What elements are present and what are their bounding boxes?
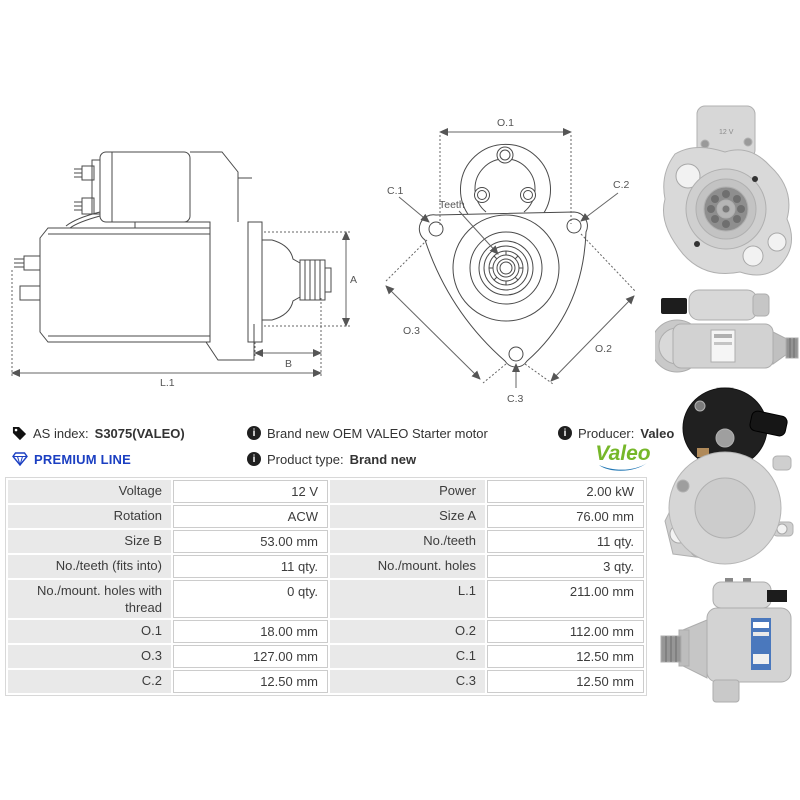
- spec-value: 127.00 mm: [173, 645, 328, 668]
- info-icon: i: [558, 426, 572, 440]
- spec-value: 11 qty.: [173, 555, 328, 578]
- spec-label: C.1: [330, 645, 485, 668]
- as-index-value: S3075(VALEO): [94, 425, 185, 441]
- spec-label: C.3: [330, 670, 485, 693]
- table-row: No./teeth (fits into) 11 qty. No./mount.…: [8, 555, 644, 578]
- spec-value: 12.50 mm: [487, 670, 644, 693]
- product-photos: 12 V: [655, 104, 800, 718]
- table-row: No./mount. holes with thread 0 qty. L.1 …: [8, 580, 644, 618]
- spec-label: O.3: [8, 645, 171, 668]
- valeo-logo-swoosh: [599, 463, 647, 471]
- photo-rear-view: [664, 387, 794, 565]
- spec-value: 12.50 mm: [173, 670, 328, 693]
- spec-label: O.2: [330, 620, 485, 643]
- spec-label: No./mount. holes: [330, 555, 485, 578]
- spec-value: 0 qty.: [173, 580, 328, 618]
- product-type-line: i Product type: Brand new: [247, 451, 416, 467]
- spec-label: O.1: [8, 620, 171, 643]
- producer-value: Valeo: [640, 425, 675, 441]
- premium-line-label: PREMIUM LINE: [34, 451, 132, 467]
- spec-value: 11 qty.: [487, 530, 644, 553]
- spec-table: Voltage 12 V Power 2.00 kW Rotation ACW …: [6, 478, 646, 695]
- dim-label-c2: C.2: [613, 179, 630, 191]
- dim-label-a: A: [350, 274, 357, 286]
- product-type-value: Brand new: [349, 451, 417, 467]
- photo-cap-marking: 12 V: [719, 129, 734, 136]
- spec-value: 2.00 kW: [487, 480, 644, 503]
- spec-value: 3 qty.: [487, 555, 644, 578]
- as-index-line: AS index: S3075(VALEO): [12, 425, 185, 441]
- dim-label-o3: O.3: [403, 325, 420, 337]
- table-row: Voltage 12 V Power 2.00 kW: [8, 480, 644, 503]
- dim-label-l1: L.1: [160, 377, 175, 389]
- product-description: Brand new OEM VALEO Starter motor: [267, 425, 488, 441]
- spec-value: ACW: [173, 505, 328, 528]
- photo-front-flange-view: 12 V: [663, 105, 792, 276]
- table-row: C.2 12.50 mm C.3 12.50 mm: [8, 670, 644, 693]
- spec-value: 12 V: [173, 480, 328, 503]
- spec-label: Size B: [8, 530, 171, 553]
- dim-label-c1: C.1: [387, 185, 404, 197]
- photo-side-view-2: [660, 578, 792, 703]
- spec-value: 112.00 mm: [487, 620, 644, 643]
- dim-label-o1: O.1: [497, 117, 514, 129]
- spec-label: Rotation: [8, 505, 171, 528]
- spec-table-container: Voltage 12 V Power 2.00 kW Rotation ACW …: [5, 477, 647, 696]
- producer-line: i Producer: Valeo: [558, 425, 674, 441]
- teeth-label: Teeth: [439, 199, 465, 211]
- photo-side-view: [655, 289, 799, 373]
- as-index-label: AS index:: [33, 425, 89, 441]
- side-view-drawing: A B L.1: [11, 151, 357, 389]
- description-line: i Brand new OEM VALEO Starter motor: [247, 425, 488, 441]
- product-type-label: Product type:: [267, 451, 344, 467]
- spec-label: C.2: [8, 670, 171, 693]
- spec-label: L.1: [330, 580, 485, 618]
- spec-label: Power: [330, 480, 485, 503]
- spec-value: 76.00 mm: [487, 505, 644, 528]
- info-icon: i: [247, 452, 261, 466]
- spec-value: 53.00 mm: [173, 530, 328, 553]
- spec-label: No./mount. holes with thread: [8, 580, 171, 618]
- table-row: Size B 53.00 mm No./teeth 11 qty.: [8, 530, 644, 553]
- tag-icon: [12, 426, 27, 440]
- spec-label: Size A: [330, 505, 485, 528]
- table-row: O.1 18.00 mm O.2 112.00 mm: [8, 620, 644, 643]
- valeo-logo-text: Valeo: [595, 442, 650, 465]
- producer-label: Producer:: [578, 425, 635, 441]
- valeo-brand-logo: Valeo: [595, 442, 651, 471]
- spec-value: 12.50 mm: [487, 645, 644, 668]
- spec-value: 18.00 mm: [173, 620, 328, 643]
- spec-value: 211.00 mm: [487, 580, 644, 618]
- premium-line: PREMIUM LINE: [12, 451, 131, 467]
- table-row: O.3 127.00 mm C.1 12.50 mm: [8, 645, 644, 668]
- spec-label: No./teeth: [330, 530, 485, 553]
- table-row: Rotation ACW Size A 76.00 mm: [8, 505, 644, 528]
- info-icon: i: [247, 426, 261, 440]
- spec-label: No./teeth (fits into): [8, 555, 171, 578]
- diamond-icon: [12, 452, 28, 466]
- spec-label: Voltage: [8, 480, 171, 503]
- front-view-drawing: O.1 C.1 C.2 Teeth O.3 O.2 C.3: [384, 117, 637, 405]
- dim-label-b: B: [285, 358, 292, 370]
- dim-label-o2: O.2: [595, 343, 612, 355]
- dim-label-c3: C.3: [507, 393, 524, 405]
